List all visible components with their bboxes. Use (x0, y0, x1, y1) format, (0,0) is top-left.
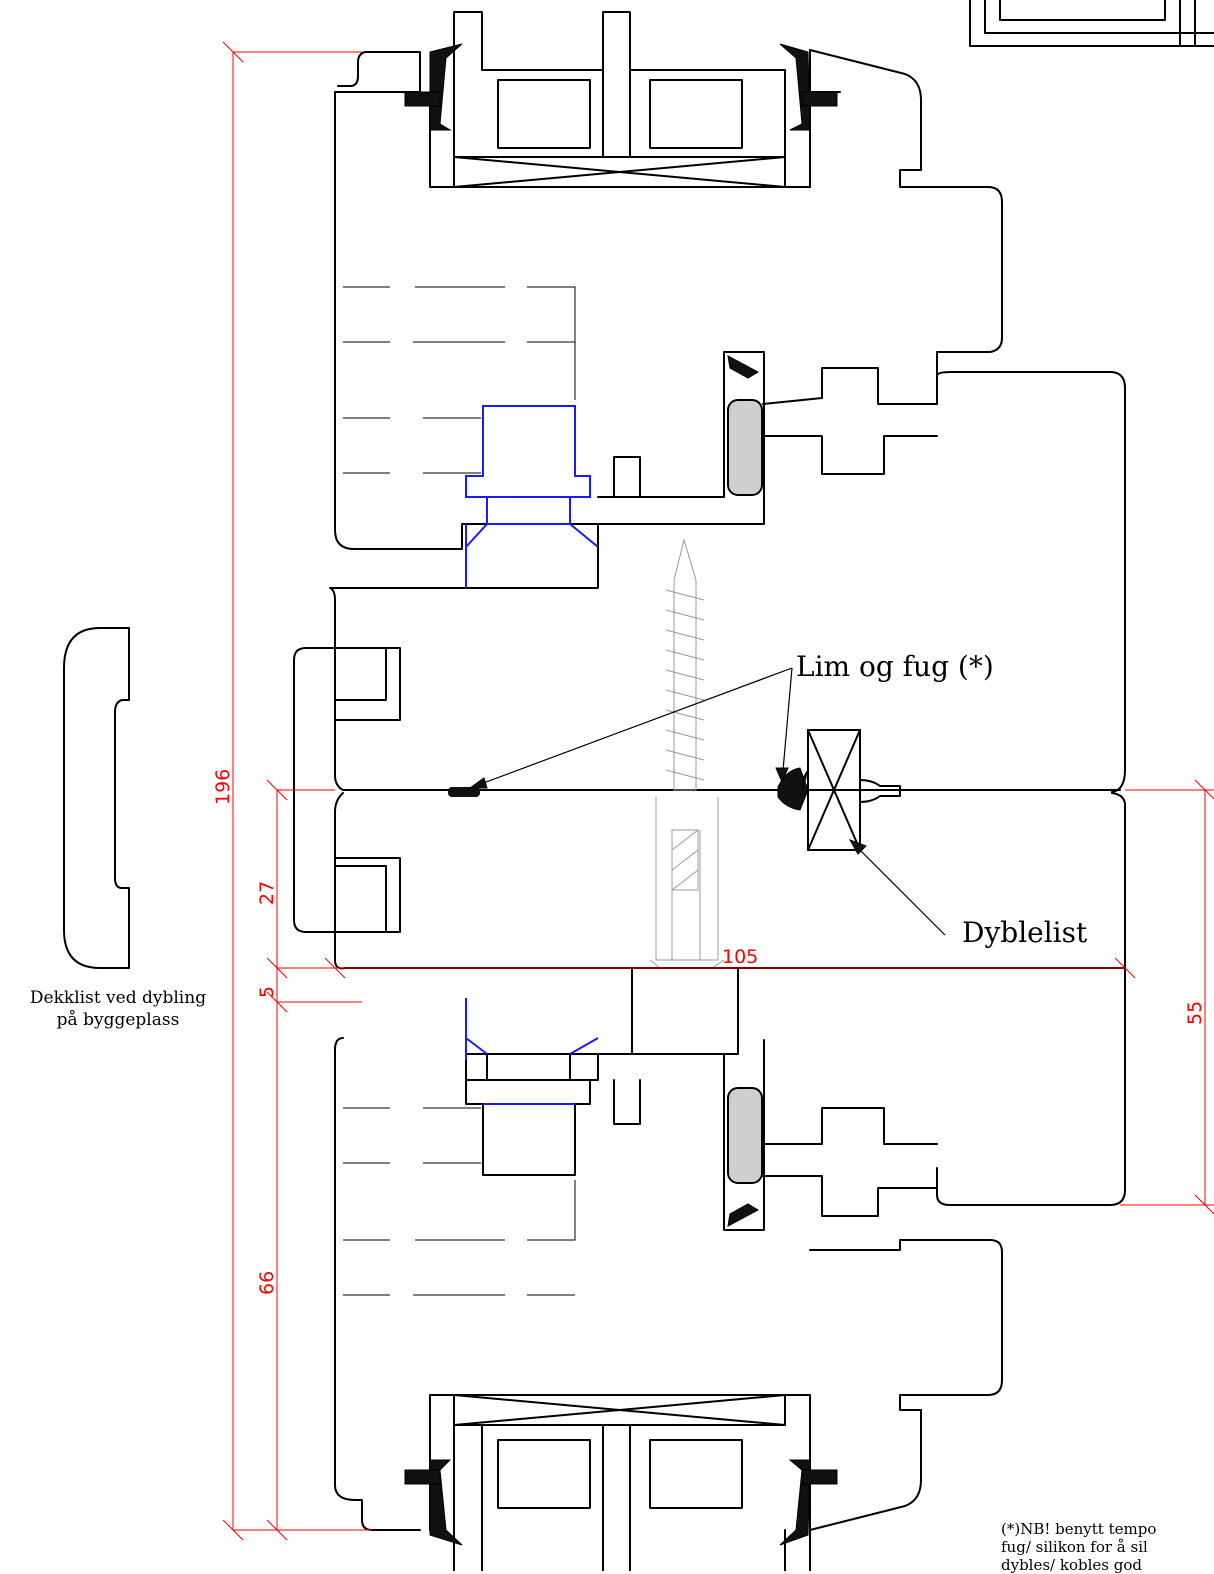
cover-strip-profile (63, 627, 130, 969)
screw (649, 538, 725, 969)
dim-profile-width: 105 (722, 946, 758, 968)
lower-sash-profile (334, 792, 1126, 1571)
dim-right-height: 55 (1184, 1001, 1206, 1025)
dim-upper-gap: 27 (256, 881, 278, 905)
gasket-upper-left (404, 43, 463, 131)
gasket-upper-right (779, 43, 838, 131)
footnote: (*)NB! benytt tempo fug/ silikon for å s… (1001, 1520, 1214, 1574)
label-dowel-strip: Dyblelist (962, 916, 1088, 949)
footnote-line3: dybles/ kobles god (1001, 1556, 1142, 1574)
dim-lower-height: 66 (256, 1271, 278, 1295)
upper-sash-profile (329, 11, 1126, 793)
gasket-lower-right (779, 1459, 838, 1546)
label-cover-strip-line2: på byggeplass (56, 1010, 180, 1030)
footnote-line1: (*)NB! benytt tempo (1001, 1520, 1157, 1538)
footnote-line2: fug/ silikon for å sil (1001, 1538, 1148, 1556)
dim-overall-height: 196 (212, 769, 234, 805)
gasket-lower-left (404, 1459, 463, 1546)
label-cover-strip: Dekklist ved dybling på byggeplass (4, 987, 232, 1031)
top-right-partial-detail (969, 0, 1214, 47)
dimension-lines (222, 41, 1214, 1541)
leader-lines (468, 667, 946, 936)
center-frame-profile (293, 538, 1121, 970)
dim-joint-gap: 5 (256, 986, 278, 998)
dimension-labels: 196 27 5 66 105 55 (212, 769, 1206, 1295)
label-glue-and-joint: Lim og fug (*) (796, 650, 994, 683)
label-cover-strip-line1: Dekklist ved dybling (29, 988, 207, 1008)
